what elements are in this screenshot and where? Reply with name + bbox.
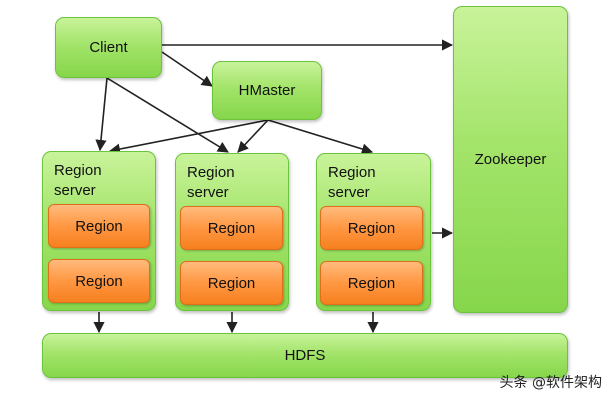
region-block: Region <box>48 259 150 303</box>
region-server-2: Region server Region Region <box>175 153 289 311</box>
hdfs-node: HDFS <box>42 333 568 378</box>
arrow-client-to-hmaster <box>161 51 213 87</box>
hmaster-label: HMaster <box>238 82 296 99</box>
region-block: Region <box>180 206 283 250</box>
region-server-label: Region server <box>187 164 235 201</box>
zookeeper-node: Zookeeper <box>453 6 568 313</box>
arrow-client-to-rs2 <box>106 77 229 153</box>
client-node: Client <box>55 17 162 78</box>
arrow-hmaster-to-rs2 <box>237 119 269 153</box>
region-block: Region <box>180 261 283 305</box>
region-server-label: Region server <box>328 164 376 201</box>
region-block: Region <box>320 261 423 305</box>
client-label: Client <box>89 39 128 56</box>
watermark-text: 头条 @软件架构 <box>499 375 602 391</box>
arrow-hmaster-to-rs1 <box>108 119 269 155</box>
region-block: Region <box>48 204 150 248</box>
region-server-3: Region server Region Region <box>316 153 431 311</box>
zookeeper-label: Zookeeper <box>474 151 547 168</box>
hmaster-node: HMaster <box>212 61 322 120</box>
arrow-hmaster-to-rs3 <box>267 119 374 155</box>
region-server-label: Region server <box>54 162 102 199</box>
arrow-client-to-rs1 <box>95 77 108 152</box>
region-server-1: Region server Region Region <box>42 151 156 311</box>
hdfs-label: HDFS <box>284 347 326 364</box>
region-block: Region <box>320 206 423 250</box>
